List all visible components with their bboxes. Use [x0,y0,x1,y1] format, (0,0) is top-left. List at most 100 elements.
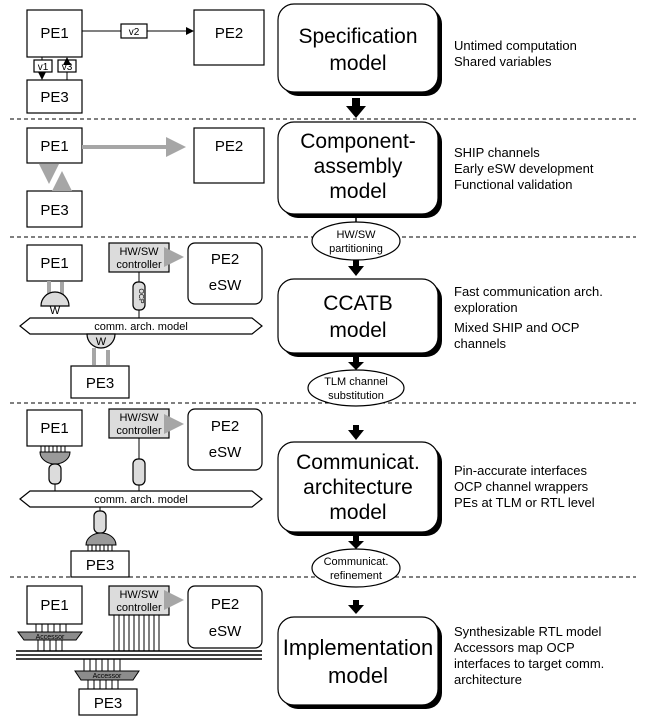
hwsw-controller-box [108,585,170,616]
comm-arch-label: comm. arch. model [94,494,188,506]
flow-arrow [348,600,364,614]
pe1-label: PE1 [40,597,68,614]
v2-label: v2 [129,27,140,38]
hwsw-label: controller [116,425,162,437]
pin-lines [37,640,63,651]
model-title: architecture [303,476,413,499]
ocp-channel [132,458,146,486]
esw-label: eSW [209,277,242,294]
model-title: model [329,180,386,203]
pe2-box [187,585,263,649]
model-desc: architecture [454,672,522,687]
specification-model: Specification model [277,3,442,96]
pe2-label: PE2 [211,251,239,268]
model-title: CCATB [323,292,393,315]
model-title: assembly [314,155,403,178]
model-title: model [329,501,386,524]
communication-architecture: PE1 HW/SW controller PE2 eSW comm. arch.… [19,408,263,578]
ocp-channel [48,463,62,485]
wrapper-label: W [50,305,61,317]
pe1-box [26,409,83,447]
pe3-box [70,550,130,578]
pe1-label: PE1 [40,25,68,42]
step-label: TLM channel [324,376,388,388]
pe1-box [26,244,83,282]
model-title: model [329,319,386,342]
accessor-label: Accessor [36,634,65,641]
hwsw-label: controller [116,259,162,271]
pe3-label: PE3 [40,202,68,219]
accessor-block [17,631,83,641]
wrapper-shape [86,333,116,349]
hwsw-label: HW/SW [119,412,159,424]
pe1-label: PE1 [40,255,68,272]
flow-arrow [348,260,364,276]
pin-lines [35,624,67,632]
model-title: model [328,663,388,688]
flow-arrow [348,536,364,549]
accessor-label: Accessor [93,673,122,680]
model-desc: channels [454,336,507,351]
communication-architecture-model: Communicat. architecture model [277,441,442,536]
pe3-label: PE3 [86,557,114,574]
v1-label: v1 [38,62,49,73]
model-desc: Synthesizable RTL model [454,624,602,639]
pin-lines [87,545,113,551]
model-title: Implementation [283,635,433,660]
model-desc: exploration [454,300,518,315]
step-oval [307,369,405,407]
model-desc: Early eSW development [454,161,594,176]
pin-lines [83,659,121,671]
flow-arrow [348,357,364,370]
model-box [277,616,439,706]
model-desc: Shared variables [454,54,552,69]
pe3-label: PE3 [40,89,68,106]
model-desc: Mixed SHIP and OCP [454,320,579,335]
pin-lines [87,680,119,689]
pe3-box [26,190,83,228]
v3-label: v3 [62,62,73,73]
hwsw-label: HW/SW [119,589,159,601]
flow-arrow [346,98,366,118]
pin-lines [40,446,66,452]
step-label: HW/SW [336,229,376,241]
wrapper-shape [40,291,70,307]
model-desc: Pin-accurate interfaces [454,463,587,478]
pe1-box [26,9,83,58]
model-desc: Fast communication arch. [454,284,603,299]
step-oval [311,548,401,588]
pin-lines [113,615,160,651]
ocp-channel [93,510,107,534]
ocp-label: OCP [137,288,144,304]
step-label: refinement [330,570,382,582]
pe3-box [26,79,83,114]
model-box [277,3,439,93]
model-desc: interfaces to target comm. [454,656,604,671]
esw-label: eSW [209,444,242,461]
pe2-box [193,9,265,66]
model-desc: PEs at TLM or RTL level [454,495,595,510]
wrapper-shape [39,451,71,465]
pe1-label: PE1 [40,420,68,437]
accessor-block [74,670,140,681]
component-assembly-model: Component- assembly model [277,121,442,218]
hwsw-label: controller [116,602,162,614]
model-desc: Functional validation [454,177,573,192]
esw-label: eSW [209,623,242,640]
pe3-box [70,365,130,399]
component-assembly-architecture: PE1 PE2 PE3 [26,127,265,228]
model-title: model [329,52,386,75]
comm-arch-label: comm. arch. model [94,321,188,333]
step-label: partitioning [329,243,383,255]
pe3-label: PE3 [86,375,114,392]
step-label: Communicat. [324,556,389,568]
pe2-box [193,127,265,184]
pe3-box [78,688,138,716]
spec-architecture: PE1 PE2 PE3 v2 v1 v3 [26,9,265,114]
model-box [277,278,439,354]
model-desc: SHIP channels [454,145,540,160]
ccatb-model: CCATB model [277,278,442,357]
model-desc: OCP channel wrappers [454,479,589,494]
hwsw-label: HW/SW [119,246,159,258]
